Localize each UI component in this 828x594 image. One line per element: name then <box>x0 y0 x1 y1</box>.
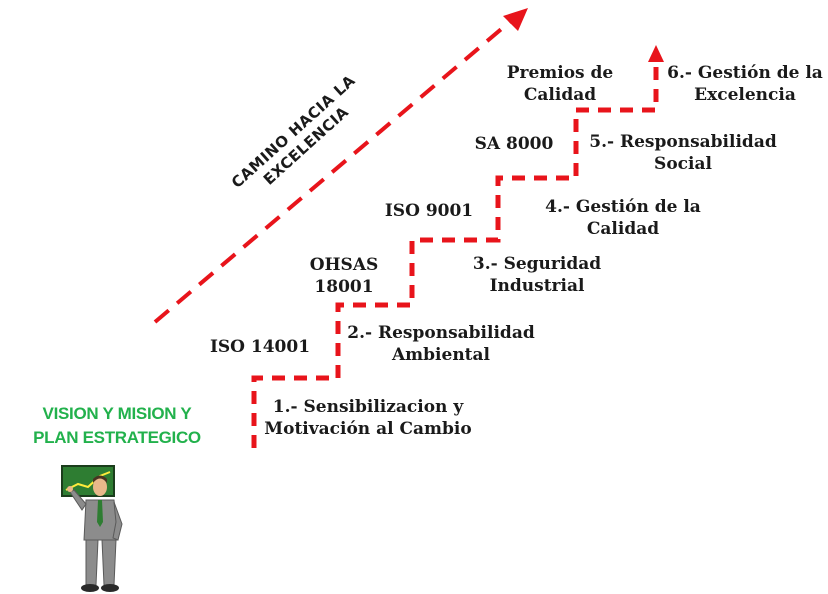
step-2-line-1: 2.- Responsabilidad <box>347 323 535 343</box>
businessman-presenter-icon <box>61 465 123 592</box>
standard-iso-14001-line-1: ISO 14001 <box>209 337 311 357</box>
standard-iso-9001: ISO 9001 <box>374 200 484 222</box>
standard-ohsas-line-2: 18001 <box>314 277 374 297</box>
standard-premios-line-1: Premios de <box>506 63 614 83</box>
step-6-label: 6.- Gestión de la Excelencia <box>662 62 828 106</box>
step-5-line-2: Social <box>654 154 712 174</box>
step-3-line-2: Industrial <box>489 276 585 296</box>
step-1-label: 1.- Sensibilizacion y Motivación al Camb… <box>258 396 478 440</box>
standard-ohsas-line-1: OHSAS <box>309 255 379 275</box>
step-5-label: 5.- Responsabilidad Social <box>580 131 786 175</box>
step-2-label: 2.- Responsabilidad Ambiental <box>338 322 544 366</box>
staircase-arrowhead <box>648 45 664 62</box>
standard-premios-line-2: Calidad <box>523 85 597 105</box>
step-1-line-2: Motivación al Cambio <box>264 419 472 439</box>
step-6-line-1: 6.- Gestión de la <box>667 63 823 83</box>
excellence-road-arrowhead <box>503 8 528 31</box>
step-3-label: 3.- Seguridad Industrial <box>462 253 612 297</box>
step-5-line-1: 5.- Responsabilidad <box>589 132 777 152</box>
step-2-line-2: Ambiental <box>391 345 491 365</box>
standard-sa-8000-line-1: SA 8000 <box>474 134 554 154</box>
standard-iso-9001-line-1: ISO 9001 <box>384 201 474 221</box>
step-3-line-1: 3.- Seguridad <box>472 254 602 274</box>
step-6-line-2: Excelencia <box>694 85 796 105</box>
excellence-road-arrow-line <box>153 18 514 324</box>
step-1-line-1: 1.- Sensibilizacion y <box>272 397 464 417</box>
standard-iso-14001: ISO 14001 <box>200 336 320 358</box>
step-4-line-1: 4.- Gestión de la <box>545 197 701 217</box>
standard-sa-8000: SA 8000 <box>466 133 562 155</box>
start-label-line-1: VISION Y MISION Y <box>42 404 192 423</box>
standard-ohsas-18001: OHSAS 18001 <box>292 254 396 298</box>
step-4-line-2: Calidad <box>586 219 660 239</box>
staircase-path <box>251 60 659 448</box>
standard-premios-calidad: Premios de Calidad <box>494 62 626 106</box>
start-label: VISION Y MISION Y PLAN ESTRATEGICO <box>2 402 232 450</box>
step-4-label: 4.- Gestión de la Calidad <box>535 196 711 240</box>
start-label-line-2: PLAN ESTRATEGICO <box>33 428 201 447</box>
